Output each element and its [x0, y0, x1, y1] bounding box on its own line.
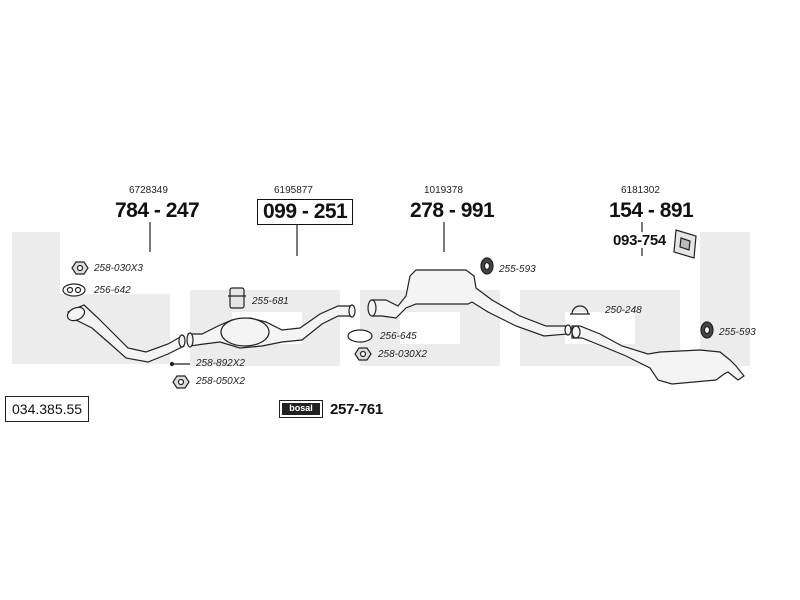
accessory-bolt-258-892X2 [169, 361, 190, 367]
part-number-278-991[interactable]: 278 - 991 [410, 199, 495, 222]
accessory-rubber-255-593 [480, 257, 494, 275]
accessory-label-258-050X2[interactable]: 258-050X2 [196, 376, 245, 387]
accessory-nut-258-030X2 [354, 347, 372, 361]
ref-number-3: 1019378 [424, 185, 463, 196]
kit-part-number-257-761[interactable]: 257-761 [330, 401, 383, 418]
accessory-gasket-256-645 [347, 329, 373, 343]
part-number-154-891[interactable]: 154 - 891 [609, 199, 694, 222]
middle-silencer [367, 269, 572, 337]
accessory-label-255-593[interactable]: 255-593 [499, 264, 536, 275]
accessory-label-255-593-rear[interactable]: 255-593 [719, 327, 756, 338]
accessory-nut-258-050X2 [172, 375, 190, 389]
accessory-rubber-255-593 [700, 321, 714, 339]
rear-silencer [571, 325, 745, 385]
accessory-gasket-256-642 [62, 283, 86, 297]
assembly-number: 034.385.55 [5, 396, 90, 422]
bosal-badge-inner: bosal [282, 403, 320, 415]
accessory-label-256-642[interactable]: 256-642 [94, 285, 131, 296]
part-number-099-251[interactable]: 099 - 251 [257, 199, 354, 225]
accessory-label-250-248[interactable]: 250-248 [605, 305, 642, 316]
accessory-nut-258-030X3 [71, 261, 89, 275]
ref-number-4: 6181302 [621, 185, 660, 196]
ref-number-1: 6728349 [129, 185, 168, 196]
ref-number-2: 6195877 [274, 185, 313, 196]
accessory-mount-255-681 [228, 287, 246, 309]
accessory-label-258-030X2[interactable]: 258-030X2 [378, 349, 427, 360]
accessory-clamp-250-248 [570, 305, 590, 315]
accessory-bracket-093-754 [673, 229, 697, 259]
accessory-label-256-645[interactable]: 256-645 [380, 331, 417, 342]
catalyst-pipe [186, 304, 356, 349]
part-number-093-754[interactable]: 093-754 [613, 232, 666, 249]
accessory-label-258-892X2[interactable]: 258-892X2 [196, 358, 245, 369]
bosal-badge: bosal [279, 400, 323, 418]
front-pipe [66, 304, 186, 363]
part-number-784-247[interactable]: 784 - 247 [115, 199, 200, 222]
accessory-label-258-030X3[interactable]: 258-030X3 [94, 263, 143, 274]
accessory-label-255-681[interactable]: 255-681 [252, 296, 289, 307]
